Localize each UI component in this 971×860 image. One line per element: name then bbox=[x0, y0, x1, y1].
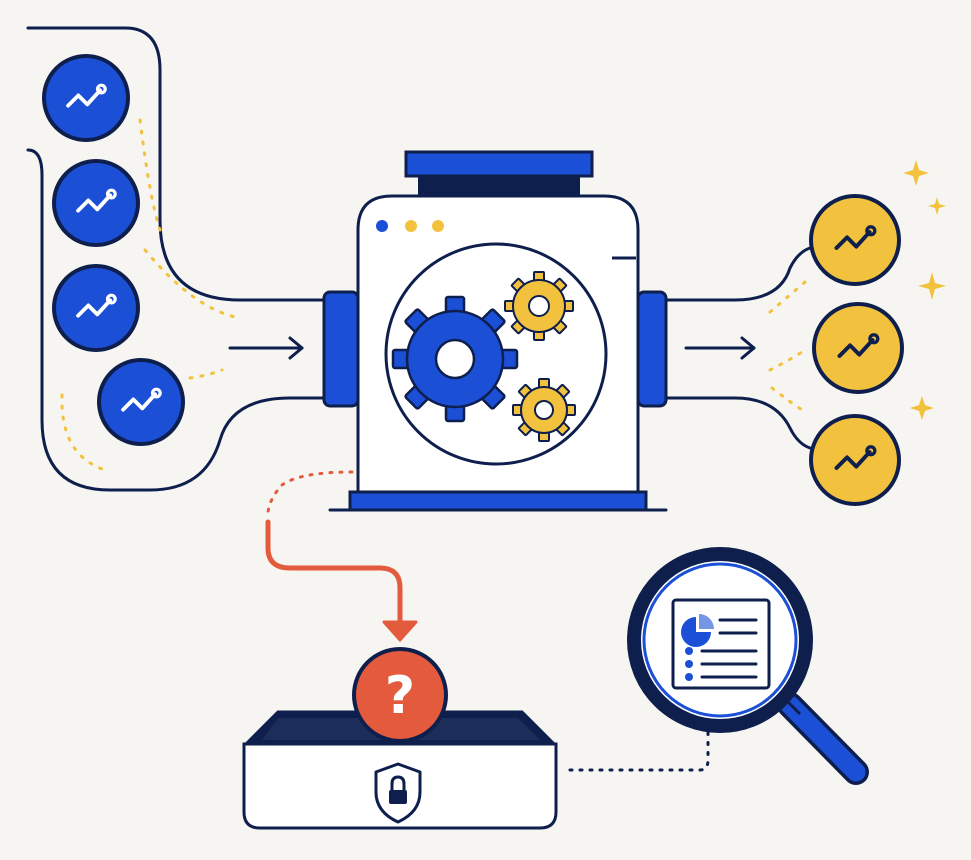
processing-machine bbox=[322, 150, 668, 512]
input-arrow bbox=[228, 336, 304, 360]
input-tube bbox=[26, 26, 327, 492]
magnifying-glass-icon bbox=[627, 547, 869, 785]
output-token bbox=[812, 302, 904, 394]
inspection-link bbox=[568, 720, 710, 772]
output-dotted-trail bbox=[768, 280, 807, 414]
diversion-path bbox=[265, 470, 418, 642]
window-dots bbox=[376, 220, 444, 232]
gears-icon bbox=[391, 271, 576, 442]
input-token bbox=[52, 159, 140, 247]
document-report-icon bbox=[671, 598, 771, 690]
output-tube bbox=[664, 246, 812, 450]
output-token bbox=[809, 194, 901, 286]
output-arrow bbox=[684, 336, 756, 360]
machine-base bbox=[348, 490, 648, 512]
machine-top-cap bbox=[404, 150, 594, 178]
output-token bbox=[809, 414, 901, 506]
input-token bbox=[42, 54, 130, 142]
machine-outlet bbox=[636, 290, 668, 408]
machine-inlet bbox=[322, 290, 360, 408]
sparkle-icon bbox=[903, 160, 946, 420]
shield-lock-icon bbox=[374, 762, 422, 824]
input-token bbox=[52, 264, 140, 352]
input-token bbox=[97, 358, 185, 446]
unknown-token: ? bbox=[352, 647, 448, 743]
question-mark: ? bbox=[385, 666, 415, 726]
vault-body bbox=[242, 742, 558, 830]
input-dotted-trail bbox=[60, 118, 242, 472]
machine-neck bbox=[418, 176, 580, 196]
